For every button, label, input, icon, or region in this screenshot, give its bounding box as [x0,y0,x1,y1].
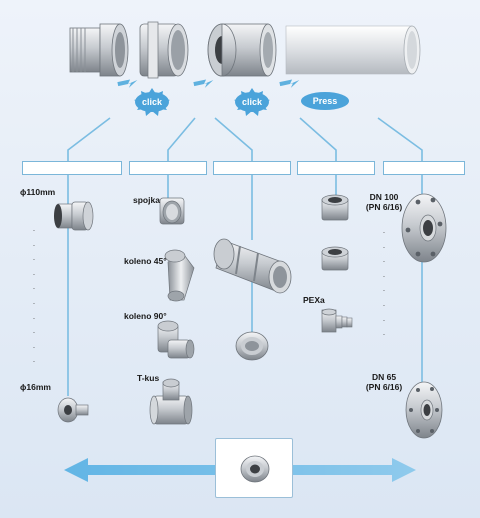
column-header-5 [383,161,465,175]
label-koleno-45: koleno 45° [124,256,167,266]
size-label-110mm: ɸ110mm [20,187,56,197]
size-label-16mm: ɸ16mm [20,382,51,392]
label-t-kus: T-kus [137,373,160,383]
flange-dn65 [405,381,443,439]
pexa-adapter [321,308,353,333]
bottom-ring-fitting [240,455,270,483]
assembly-arrows [117,79,300,88]
click-label-2: click [241,97,263,107]
click-burst-1 [134,88,170,116]
long-sleeve-fitting [213,238,292,294]
flange-dn100 [401,193,447,263]
flange-dn65-label-line2: (PN 6/16) [365,382,403,392]
bottom-detail-box [215,438,293,498]
assembly-arrow-3 [279,79,300,88]
threaded-adapter-1 [321,194,349,221]
column-header-3 [213,161,291,175]
coupling-110mm [54,201,94,231]
koleno-90-fitting [157,320,195,359]
click-label-1: click [141,97,163,107]
assembly-arrow-1 [117,79,138,88]
label-koleno-90: koleno 90° [124,311,167,321]
click-burst-2 [234,88,270,116]
column-header-2 [129,161,207,175]
press-label: Press [312,96,338,106]
column-header-4 [297,161,375,175]
label-spojka: spojka [133,195,160,205]
column-header-1 [22,161,122,175]
coupling-16mm [57,397,89,423]
top-pipe [285,25,421,75]
flange-range-dots: ........ [382,226,386,338]
label-pexa: PEXa [303,295,325,305]
flange-dn100-label-line2: (PN 6/16) [365,202,403,212]
threaded-adapter-2 [321,246,349,271]
flange-dn100-label-line1: DN 100 [369,192,399,202]
assembly-arrow-2 [193,79,214,88]
press-badge [301,92,349,110]
top-fitting-sleeve [207,23,277,77]
flange-dn65-label: DN 65 (PN 6/16) [362,372,406,392]
ring-fitting [235,331,269,361]
flange-dn65-label-line1: DN 65 [371,372,397,382]
top-fitting-threaded [69,23,129,77]
koleno-45-fitting [164,249,195,302]
spojka-fitting [159,197,185,225]
top-fitting-clip [139,21,189,79]
size-range-dots: .......... [32,224,36,365]
t-kus-fitting [149,378,193,425]
flange-dn100-label: DN 100 (PN 6/16) [362,192,406,212]
